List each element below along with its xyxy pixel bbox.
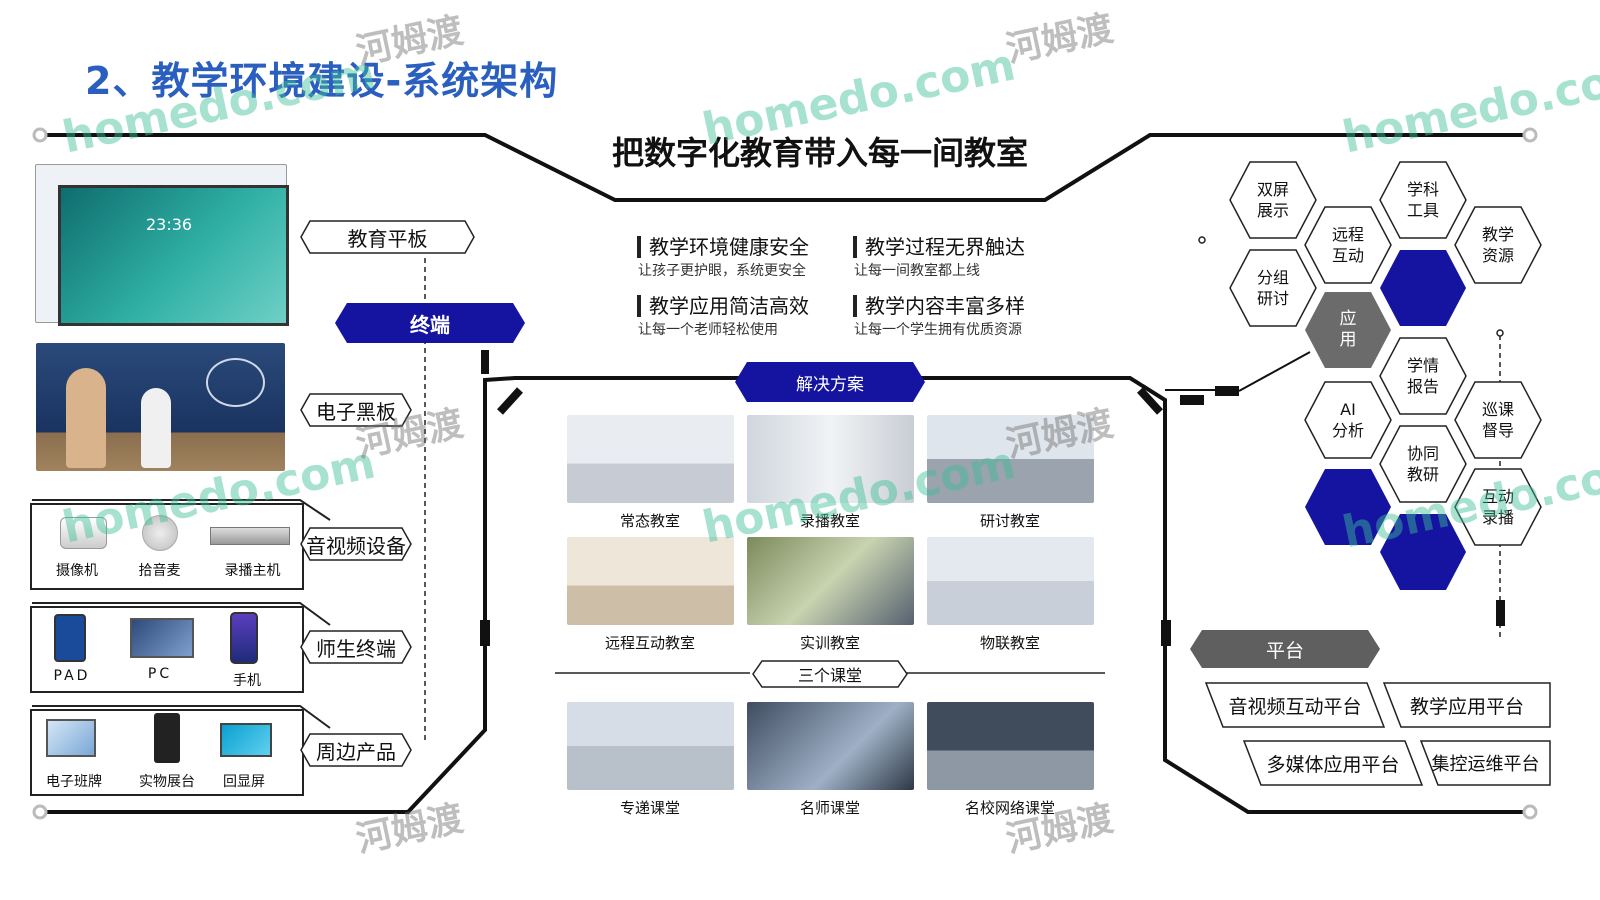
feature-sub: 让每一个学生拥有优质资源 (854, 322, 1022, 338)
app-hex: 双屏 展示 (1228, 160, 1318, 240)
platform-item: 教学应用平台 (1383, 682, 1551, 728)
terminal-badge: 终端 (335, 303, 525, 343)
camera-image (60, 517, 107, 549)
platform-item: 多媒体应用平台 (1243, 740, 1423, 786)
app-hex: 学科 工具 (1378, 160, 1468, 240)
av-devices-panel: 摄像机 拾音麦 录播主机 (30, 503, 304, 590)
platform-badge: 平台 (1190, 630, 1380, 668)
solutions-badge: 解决方案 (735, 362, 925, 402)
app-center-hex: 应 用 (1303, 290, 1393, 370)
room-photo (927, 537, 1094, 625)
three-classes-label: 三个课堂 (752, 660, 908, 688)
class-caption: 名校网络课堂 (964, 799, 1055, 817)
e-blackboard-image (36, 343, 285, 471)
terminal-item: PAD (53, 668, 91, 684)
app-hex: AI 分析 (1303, 380, 1393, 460)
feature-sub: 让每一个老师轻松使用 (638, 322, 778, 338)
display-screen-image (220, 723, 272, 757)
peripheral-item: 实物展台 (139, 774, 195, 790)
teacher-student-label: 师生终端 (300, 630, 412, 664)
room-caption: 常态教室 (619, 512, 680, 530)
peripheral-item: 电子班牌 (46, 774, 102, 790)
visualizer-image (154, 713, 180, 763)
feature-title: 教学环境健康安全 (637, 236, 809, 258)
feature-title: 教学过程无界触达 (853, 236, 1025, 258)
terminal-item: PC (147, 666, 173, 682)
phone-image (230, 612, 258, 664)
accent-hex (1303, 467, 1393, 547)
feature-sub: 让每一间教室都上线 (854, 263, 980, 279)
class-photo (567, 702, 734, 790)
feature-title: 教学内容丰富多样 (853, 295, 1025, 317)
platform-item: 集控运维平台 (1420, 740, 1551, 786)
page-title: 2、教学环境建设-系统架构 (85, 59, 559, 103)
app-hex: 互动 录播 (1453, 467, 1543, 547)
peripheral-item: 回显屏 (223, 774, 265, 790)
room-caption: 实训教室 (799, 634, 860, 652)
room-caption: 物联教室 (979, 634, 1040, 652)
terminal-item: 手机 (233, 673, 261, 689)
room-caption: 录播教室 (799, 512, 860, 530)
room-photo (927, 415, 1094, 503)
teacher-student-panel: PAD PC 手机 (30, 606, 304, 693)
edu-tablet-label: 教育平板 (300, 220, 475, 254)
app-hex: 分组 研讨 (1228, 248, 1318, 328)
class-board-image (46, 719, 96, 757)
peripherals-label: 周边产品 (300, 733, 412, 767)
room-photo (567, 415, 734, 503)
room-caption: 研讨教室 (979, 512, 1040, 530)
pc-image (130, 618, 194, 658)
app-hex: 巡课 督导 (1453, 380, 1543, 460)
pad-image (54, 614, 86, 662)
accent-hex (1378, 512, 1468, 592)
platform-item: 音视频互动平台 (1205, 682, 1385, 728)
room-caption: 远程互动教室 (604, 634, 695, 652)
accent-hex (1378, 248, 1468, 328)
class-photo (747, 702, 914, 790)
room-photo (567, 537, 734, 625)
av-item: 摄像机 (56, 563, 98, 579)
recorder-image (210, 527, 290, 545)
av-item: 录播主机 (224, 563, 281, 579)
av-item: 拾音麦 (138, 563, 181, 579)
edu-tablet-image: 23:36 (35, 164, 289, 326)
app-hex: 远程 互动 (1303, 205, 1393, 285)
microphone-image (142, 515, 178, 551)
tablet-clock: 23:36 (146, 215, 193, 234)
slogan-banner: 把数字化教育带入每一间教室 (611, 134, 1028, 172)
av-devices-label: 音视频设备 (300, 527, 412, 561)
room-photo (747, 537, 914, 625)
class-caption: 名师课堂 (799, 799, 860, 817)
class-photo (927, 702, 1094, 790)
app-hex: 学情 报告 (1378, 336, 1468, 416)
class-caption: 专递课堂 (619, 799, 680, 817)
peripherals-panel: 电子班牌 实物展台 回显屏 (30, 709, 304, 796)
feature-sub: 让孩子更护眼，系统更安全 (638, 263, 806, 279)
e-blackboard-label: 电子黑板 (300, 393, 412, 427)
app-hex: 协同 教研 (1378, 424, 1468, 504)
room-photo (747, 415, 914, 503)
app-hex: 教学 资源 (1453, 205, 1543, 285)
feature-title: 教学应用简洁高效 (637, 295, 809, 317)
